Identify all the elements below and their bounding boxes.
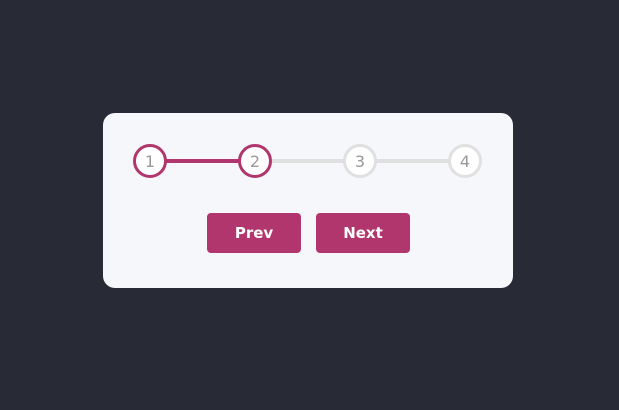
prev-button[interactable]: Prev (207, 213, 301, 253)
stepper-card: 1 2 3 4 Prev Next (103, 113, 513, 288)
progress-fill (150, 159, 255, 163)
step-3: 3 (343, 144, 377, 178)
step-2: 2 (238, 144, 272, 178)
next-button[interactable]: Next (316, 213, 410, 253)
progress-track (150, 159, 465, 163)
button-row: Prev Next (207, 213, 410, 253)
step-4: 4 (448, 144, 482, 178)
step-1: 1 (133, 144, 167, 178)
